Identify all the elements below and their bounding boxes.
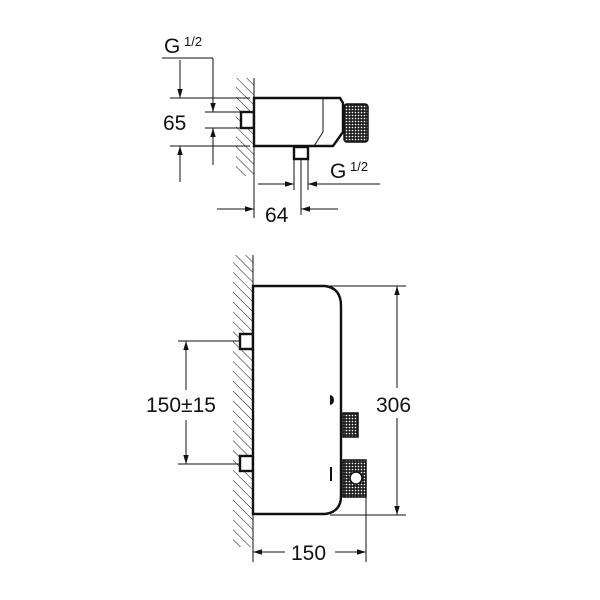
outlet-thread-fraction: 1/2: [350, 159, 368, 174]
body-edge: [313, 131, 324, 147]
depth-dimension-64: 64: [265, 204, 289, 227]
inlet-spacing-dimension: 150±15: [146, 394, 216, 417]
temperature-knob: [342, 412, 359, 438]
height-dimension-306: 306: [376, 394, 411, 417]
inlet-thread-label: G: [164, 35, 180, 58]
outlet-thread-label: G: [330, 160, 346, 183]
front-view: 150±15 306 150: [146, 255, 411, 565]
thermostat-body-front: [251, 284, 343, 516]
wall-hatching: [233, 255, 253, 547]
depth-dimension-150: 150: [291, 542, 326, 565]
side-view: G 1/2 65 G 1/2 64: [162, 34, 380, 227]
upper-inlet-connector: [238, 332, 255, 351]
indicator-mark: [330, 395, 334, 405]
outlet-connector: [292, 145, 310, 161]
safety-button: [349, 471, 363, 485]
lower-inlet-connector: [238, 454, 255, 473]
inlet-thread-fraction: 1/2: [184, 34, 202, 49]
control-knob-knurled: [343, 103, 369, 143]
height-dimension-65: 65: [163, 112, 186, 135]
thermostat-body-side: [252, 96, 345, 148]
inlet-connector: [239, 110, 256, 130]
